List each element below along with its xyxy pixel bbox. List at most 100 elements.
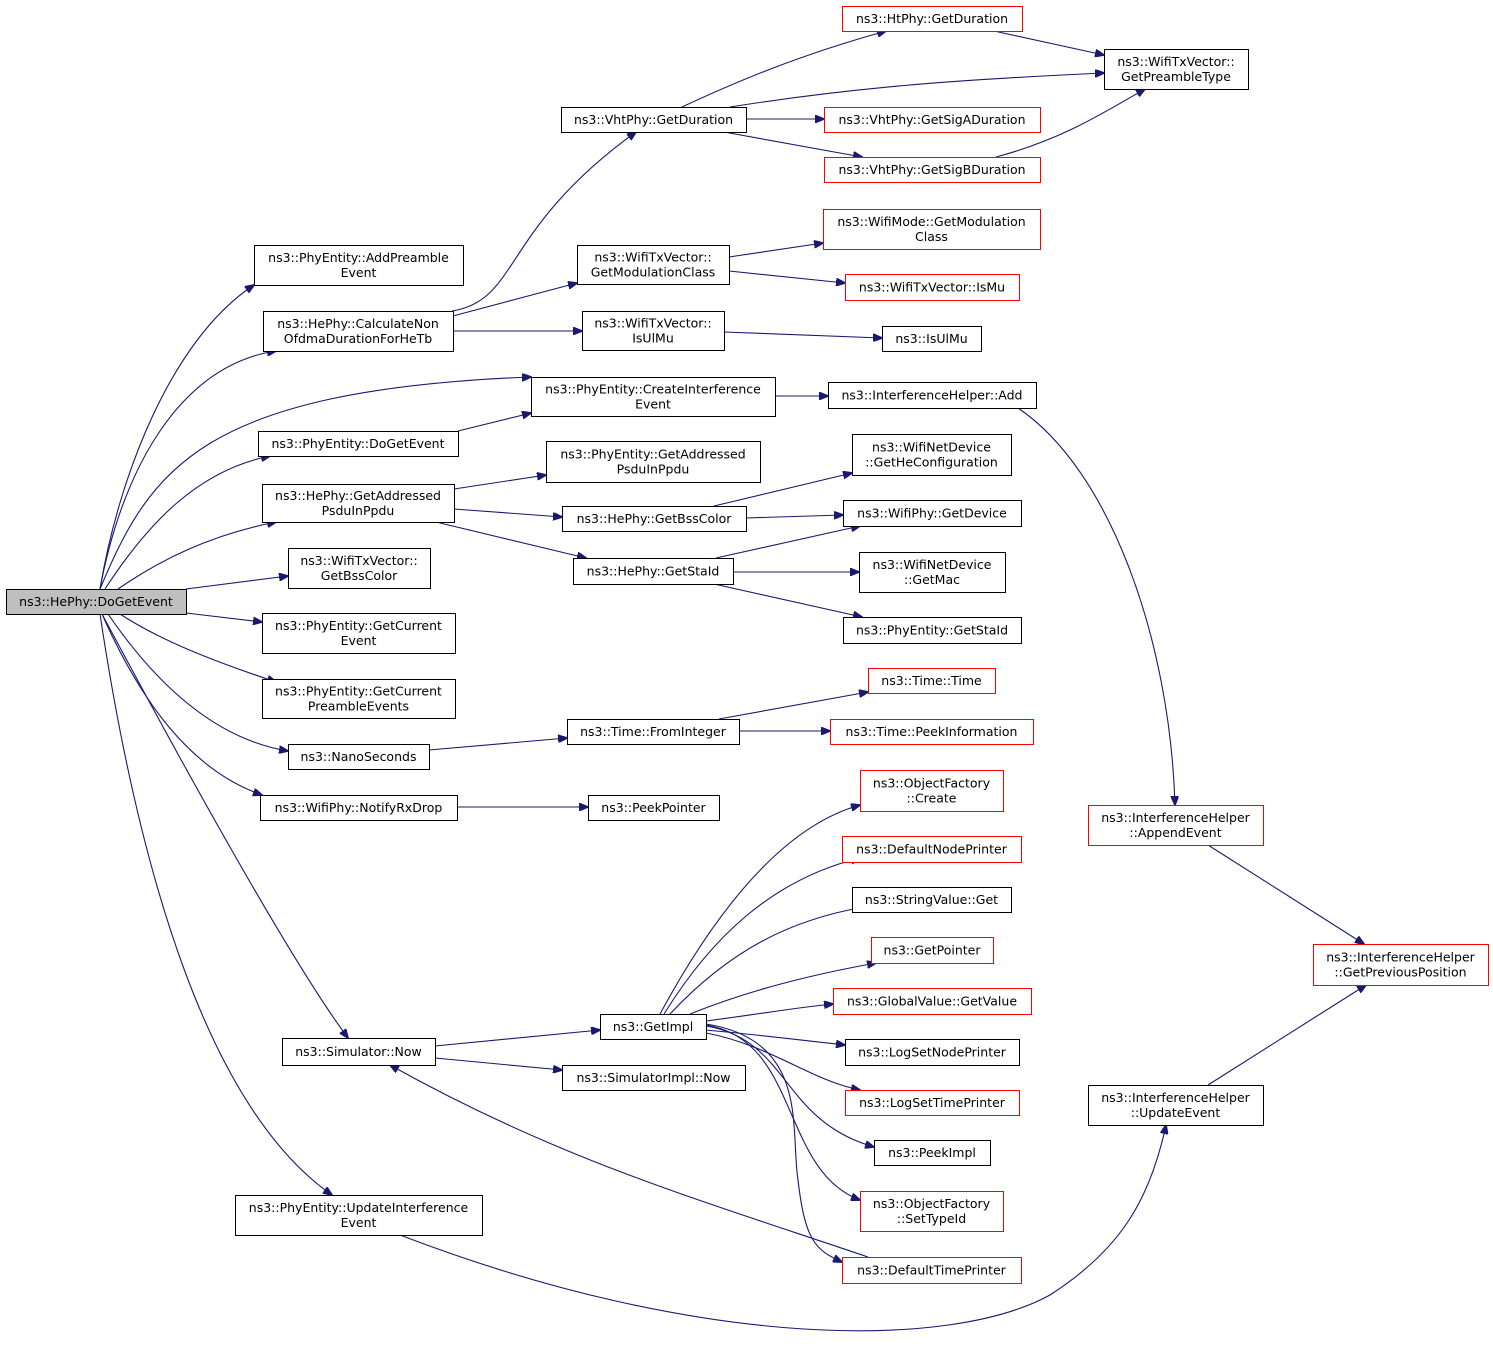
- node-box: [824, 107, 1041, 133]
- node-label-line: ns3::WifiNetDevice: [873, 557, 992, 572]
- edge-doGetEvent-to-getCurrentEvent: [185, 612, 262, 622]
- node-label-line: ns3::InterferenceHelper: [1101, 810, 1250, 825]
- node-getHeConfig[interactable]: ns3::WifiNetDevice::GetHeConfiguration: [852, 434, 1012, 476]
- node-vhtGetDuration[interactable]: ns3::VhtPhy::GetDuration: [561, 107, 747, 133]
- node-label-line: ns3::StringValue::Get: [865, 892, 998, 907]
- node-simNow[interactable]: ns3::Simulator::Now: [282, 1038, 436, 1066]
- node-vhtGetSigB[interactable]: ns3::VhtPhy::GetSigBDuration: [824, 157, 1041, 183]
- node-ihGetPrevPos[interactable]: ns3::InterferenceHelper::GetPreviousPosi…: [1313, 944, 1489, 986]
- node-box: [824, 157, 1041, 183]
- node-label-line: ns3::PhyEntity::AddPreamble: [268, 250, 449, 265]
- node-defaultNodePrinter[interactable]: ns3::DefaultNodePrinter: [842, 836, 1022, 863]
- node-txvIsMu[interactable]: ns3::WifiTxVector::IsMu: [845, 274, 1020, 301]
- node-txvIsUlMu[interactable]: ns3::WifiTxVector::IsUlMu: [582, 311, 725, 351]
- edge-nanoSeconds-to-timeFromInteger: [428, 738, 567, 751]
- node-label-line: ns3::Time::Time: [881, 673, 982, 688]
- edge-path: [390, 1065, 869, 1258]
- node-label-line: ns3::Simulator::Now: [295, 1044, 422, 1059]
- node-box: [263, 311, 454, 352]
- edge-path: [119, 613, 276, 682]
- edge-path: [728, 270, 845, 283]
- node-notifyRxDrop[interactable]: ns3::WifiPhy::NotifyRxDrop: [260, 795, 458, 821]
- edge-heGetBssColor-to-getHeConfig: [713, 473, 852, 507]
- node-label-line: ns3::WifiPhy::NotifyRxDrop: [275, 800, 443, 815]
- node-timeFromInteger[interactable]: ns3::Time::FromInteger: [567, 719, 740, 745]
- node-box: [842, 836, 1022, 863]
- node-nanoSeconds[interactable]: ns3::NanoSeconds: [288, 744, 430, 770]
- node-ofCreate[interactable]: ns3::ObjectFactory::Create: [860, 770, 1004, 812]
- node-heGetBssColor[interactable]: ns3::HePhy::GetBssColor: [562, 506, 747, 532]
- node-logSetTimePrinter[interactable]: ns3::LogSetTimePrinter: [845, 1090, 1020, 1116]
- node-txvGetModClass[interactable]: ns3::WifiTxVector::GetModulationClass: [577, 245, 730, 285]
- node-heGetStaId[interactable]: ns3::HePhy::GetStaId: [573, 558, 734, 585]
- node-wmGetModClass[interactable]: ns3::WifiMode::GetModulationClass: [823, 209, 1041, 250]
- node-ihAppendEvent[interactable]: ns3::InterferenceHelper::AppendEvent: [1088, 805, 1264, 846]
- node-wndGetMac[interactable]: ns3::WifiNetDevice::GetMac: [859, 552, 1006, 593]
- edges-layer: [99, 30, 1366, 1332]
- edge-path: [705, 1023, 842, 1262]
- edge-updateInterf-to-ihUpdateEvent: [399, 1125, 1166, 1332]
- edge-doGetEvent-to-addPreamble: [99, 285, 254, 590]
- edge-doGetEvent-to-createInterf: [99, 377, 531, 590]
- nodes-layer: ns3::HePhy::DoGetEventns3::PhyEntity::Ad…: [6, 6, 1489, 1284]
- node-getPreambleType[interactable]: ns3::WifiTxVector::GetPreambleType: [1104, 49, 1249, 90]
- edge-txvGetModClass-to-wmGetModClass: [728, 243, 823, 258]
- node-box: [859, 552, 1006, 593]
- edge-getImpl-to-stringValueGet: [669, 907, 864, 1015]
- node-getPointer[interactable]: ns3::GetPointer: [871, 937, 994, 964]
- node-peekImpl[interactable]: ns3::PeekImpl: [874, 1140, 991, 1166]
- node-globalValueGet[interactable]: ns3::GlobalValue::GetValue: [833, 988, 1032, 1015]
- node-box: [235, 1195, 483, 1236]
- node-label-line: PsduInPpdu: [322, 503, 395, 518]
- node-label-line: ns3::IsUlMu: [895, 331, 967, 346]
- edge-path: [185, 612, 262, 622]
- node-ofSetTypeId[interactable]: ns3::ObjectFactory::SetTypeId: [860, 1191, 1004, 1232]
- edge-path: [99, 377, 531, 590]
- edge-simNow-to-getImpl: [434, 1030, 600, 1047]
- node-vhtGetSigA[interactable]: ns3::VhtPhy::GetSigADuration: [824, 107, 1041, 133]
- node-box: [845, 1090, 1020, 1116]
- node-logSetNodePrinter[interactable]: ns3::LogSetNodePrinter: [845, 1039, 1020, 1066]
- node-peekPointer[interactable]: ns3::PeekPointer: [588, 795, 720, 821]
- node-box: [262, 613, 456, 654]
- edge-getImpl-to-getPointer: [689, 963, 876, 1015]
- node-simImplNow[interactable]: ns3::SimulatorImpl::Now: [562, 1065, 746, 1091]
- edge-path: [1207, 844, 1364, 944]
- edge-path: [1207, 985, 1366, 1086]
- edge-path: [723, 331, 882, 338]
- edge-htGetDuration-to-getPreambleType: [993, 30, 1104, 55]
- node-getImpl[interactable]: ns3::GetImpl: [600, 1014, 707, 1040]
- node-ihUpdateEvent[interactable]: ns3::InterferenceHelper::UpdateEvent: [1088, 1085, 1264, 1126]
- node-isUlMu[interactable]: ns3::IsUlMu: [882, 326, 982, 352]
- node-ihAdd[interactable]: ns3::InterferenceHelper::Add: [828, 382, 1037, 409]
- edge-path: [107, 613, 288, 751]
- node-timePeekInfo[interactable]: ns3::Time::PeekInformation: [830, 719, 1034, 745]
- node-label-line: ns3::GetPointer: [884, 943, 982, 958]
- node-box: [868, 668, 996, 694]
- edge-path: [434, 1057, 562, 1070]
- node-wpGetDevice[interactable]: ns3::WifiPhy::GetDevice: [843, 500, 1022, 527]
- node-timeTime[interactable]: ns3::Time::Time: [868, 668, 996, 694]
- node-htGetDuration[interactable]: ns3::HtPhy::GetDuration: [842, 6, 1023, 32]
- node-stringValueGet[interactable]: ns3::StringValue::Get: [852, 887, 1012, 913]
- node-label-line: ns3::ObjectFactory: [873, 1196, 991, 1211]
- node-peDoGetEvent[interactable]: ns3::PhyEntity::DoGetEvent: [258, 431, 459, 457]
- node-box: [882, 326, 982, 352]
- node-defaultTimePrinter[interactable]: ns3::DefaultTimePrinter: [842, 1257, 1022, 1284]
- edge-path: [117, 522, 276, 590]
- node-label-line: IsUlMu: [632, 331, 674, 346]
- node-calcNonOfdma[interactable]: ns3::HePhy::CalculateNonOfdmaDurationFor…: [263, 311, 454, 352]
- node-peGetStaId[interactable]: ns3::PhyEntity::GetStaId: [843, 617, 1022, 644]
- node-box: [262, 484, 455, 523]
- node-box: [1088, 1085, 1264, 1126]
- edge-path: [718, 692, 868, 720]
- node-txvGetBssColor[interactable]: ns3::WifiTxVector::GetBssColor: [288, 548, 431, 589]
